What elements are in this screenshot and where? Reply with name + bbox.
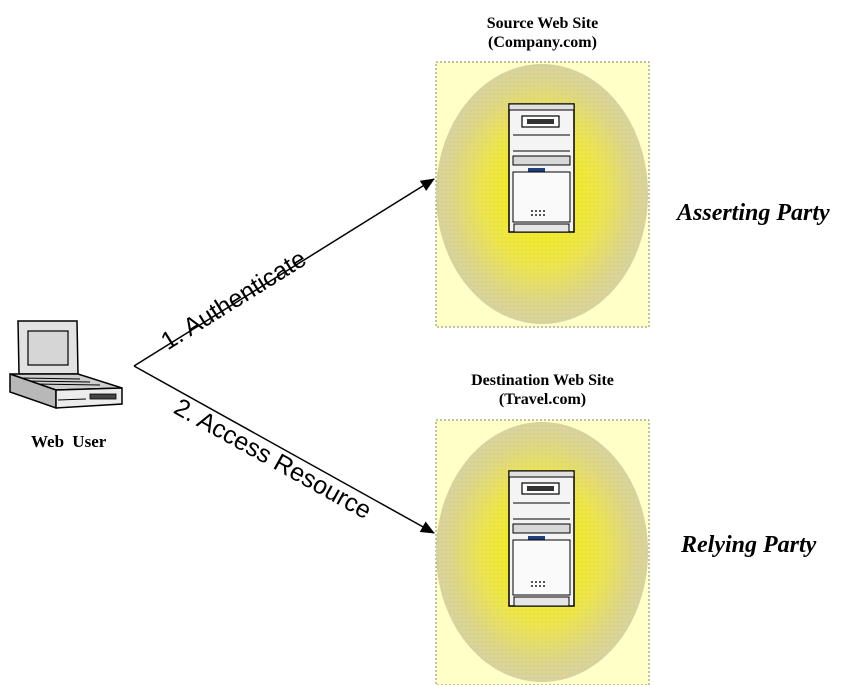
destination-site-name: Destination Web Site [471,372,614,389]
access-resource-arrow [133,365,435,534]
source-site-domain: (Company.com) [488,34,597,51]
destination-site-title: Destination Web Site (Travel.com) [418,371,667,409]
source-server-icon [508,103,575,233]
authenticate-arrow [133,178,435,367]
source-site-title: Source Web Site (Company.com) [436,14,649,52]
web-user-label: Web User [31,432,107,451]
destination-server-icon [508,470,575,607]
asserting-party-label: Asserting Party [677,200,830,226]
source-site-name: Source Web Site [486,15,599,32]
destination-site-domain: (Travel.com) [498,391,587,408]
laptop-icon [9,320,123,410]
relying-party-label: Relying Party [681,532,817,558]
